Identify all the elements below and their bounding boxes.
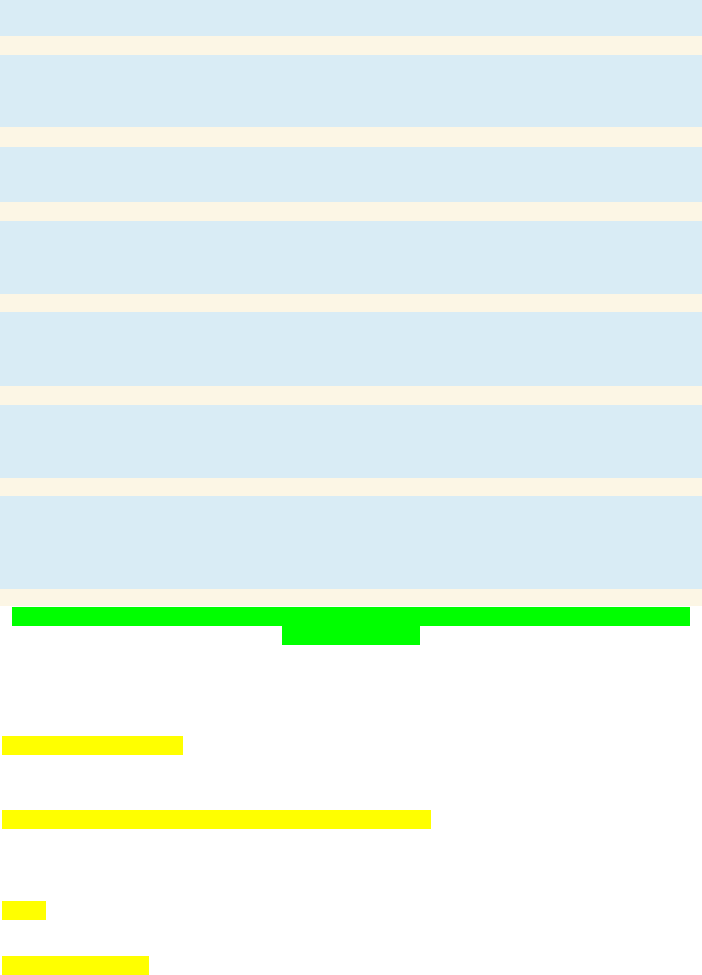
list-row-band-5 xyxy=(0,312,702,386)
list-row-band-3 xyxy=(0,147,702,202)
list-row-band-1 xyxy=(0,0,702,36)
highlight-bar-button[interactable] xyxy=(12,607,690,626)
list-row-band-7 xyxy=(0,496,702,589)
highlight-tab-button[interactable] xyxy=(282,626,420,645)
list-row-band-6 xyxy=(0,405,702,478)
highlight-link-1[interactable] xyxy=(2,736,183,755)
list-row-band-4 xyxy=(0,221,702,294)
highlight-link-4[interactable] xyxy=(2,956,149,975)
highlight-link-2[interactable] xyxy=(2,810,431,829)
striped-list xyxy=(0,0,702,606)
list-row-band-2 xyxy=(0,55,702,127)
highlight-link-3[interactable] xyxy=(2,901,46,920)
